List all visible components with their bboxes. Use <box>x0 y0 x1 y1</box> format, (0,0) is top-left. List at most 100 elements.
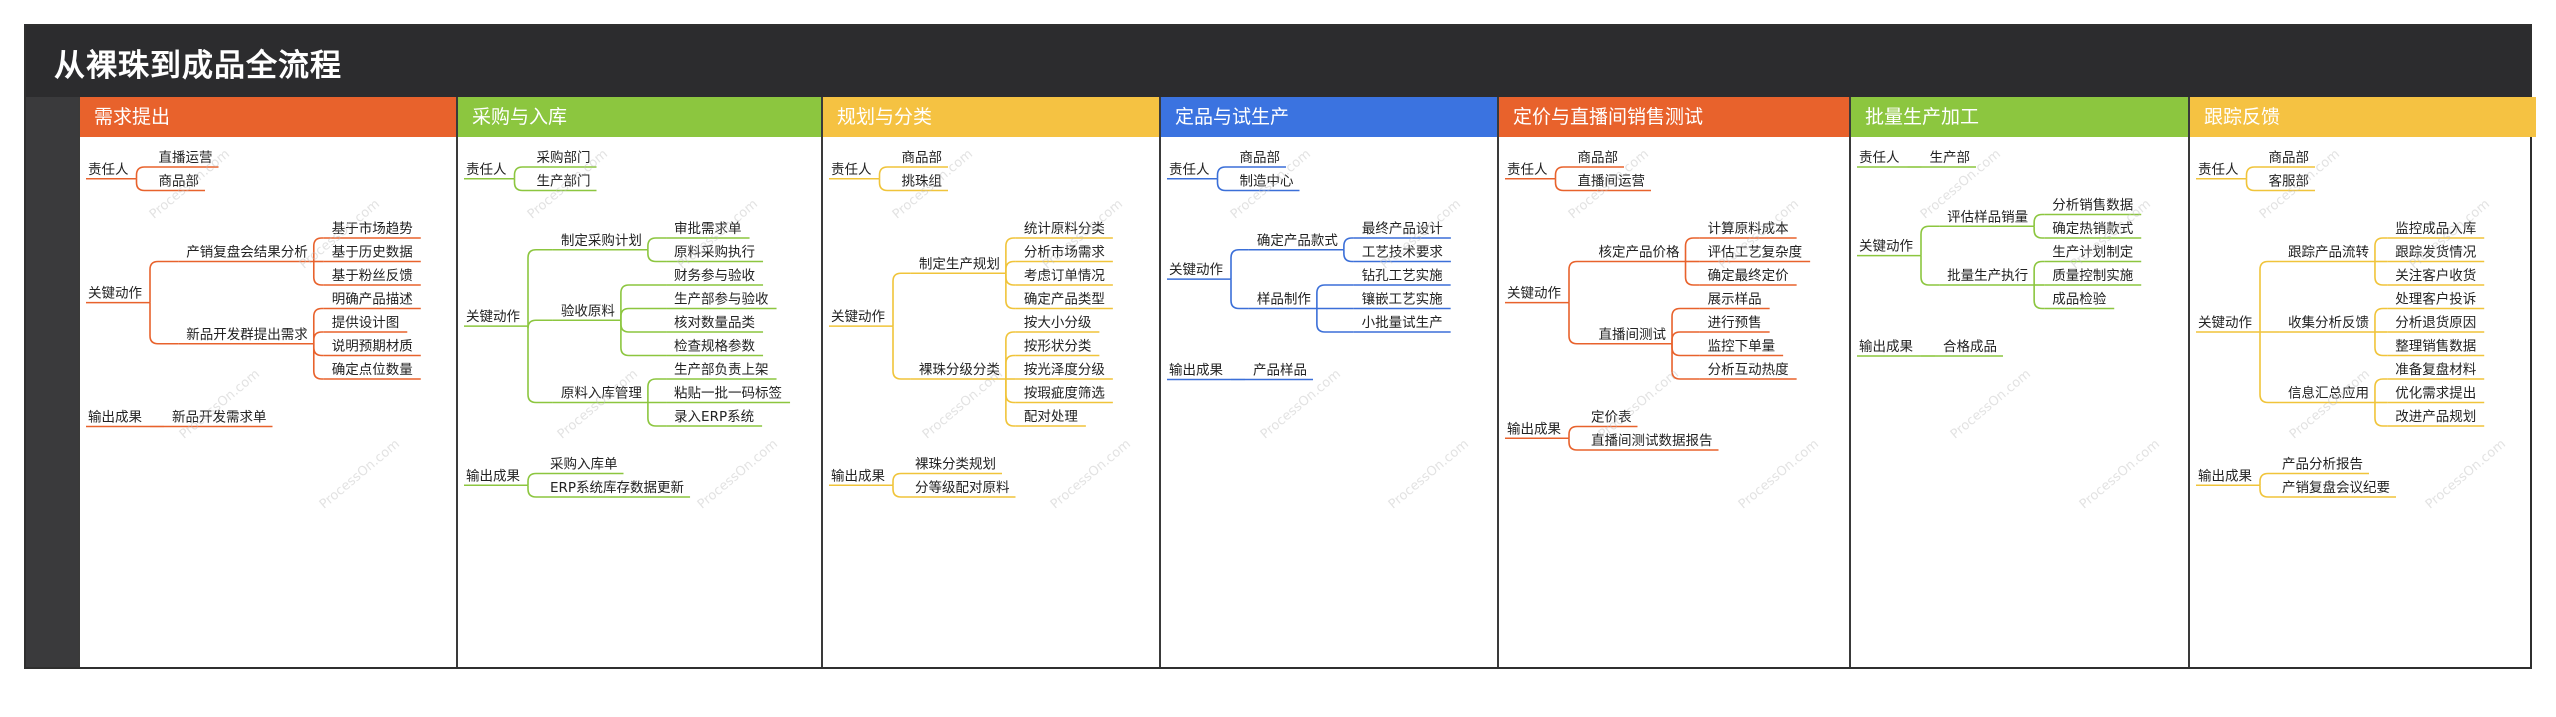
connector-line <box>647 237 667 250</box>
connector-line <box>1568 260 1591 303</box>
leaf-label: 审批需求单 <box>674 221 742 237</box>
section-label: 输出成果 <box>831 468 885 484</box>
node-label: 直播间测试 <box>1599 327 1667 343</box>
node-label: 确定产品款式 <box>1257 233 1338 249</box>
leaf-label: 成品检验 <box>2052 292 2107 308</box>
connector-line <box>2033 226 2045 239</box>
connector-line <box>1343 237 1354 250</box>
connector-line <box>892 326 911 380</box>
leaf-label: 整理销售数据 <box>2395 339 2476 355</box>
leaf-label: 最终产品设计 <box>1362 221 1443 237</box>
connector-line <box>1920 225 1940 256</box>
connector-line <box>312 343 324 357</box>
section-label: 输出成果 <box>466 468 520 484</box>
node-label: 定价表 <box>1591 410 1632 426</box>
mindmap-tree: 责任人采购部门生产部门关键动作制定采购计划审批需求单原料采购执行验收原料财务参与… <box>464 150 791 498</box>
column-header: 批量生产加工 <box>1851 97 2190 137</box>
leaf-label: 监控下单量 <box>1708 339 1776 355</box>
leaf-label: 基于市场趋势 <box>332 220 413 237</box>
connector-line <box>149 302 179 345</box>
column-mass: 批量生产加工责任人生产部关键动作评估样品销量分析销售数据确定热销款式批量生产执行… <box>1849 97 2190 667</box>
connector-line <box>1005 331 1016 379</box>
leaf-label: 财务参与验收 <box>674 267 755 284</box>
connector-line <box>2245 178 2261 192</box>
node-label: 收集分析反馈 <box>2288 315 2369 331</box>
section-label: 关键动作 <box>1507 286 1561 302</box>
title-bar: 从裸珠到成品全流程 <box>26 26 2530 97</box>
section-label: 关键动作 <box>1169 262 1223 278</box>
node-label: 信息汇总应用 <box>2288 385 2369 402</box>
column-body: 责任人商品部制造中心关键动作确定产品款式最终产品设计工艺技术要求样品制作钻孔工艺… <box>1161 137 1499 667</box>
connector-line <box>1216 166 1232 179</box>
connector-line <box>312 237 324 262</box>
section-label: 关键动作 <box>88 286 142 302</box>
node-label: 直播运营 <box>158 150 212 166</box>
connector-line <box>527 248 553 327</box>
node-label: 采购入库单 <box>550 457 618 473</box>
node-label: 产销复盘会议纪要 <box>2282 479 2390 496</box>
node-label: 制定采购计划 <box>561 233 642 249</box>
leaf-label: 检查规格参数 <box>674 338 755 355</box>
connector-line <box>1554 166 1570 179</box>
section-label: 关键动作 <box>831 309 885 325</box>
connector-line <box>1005 273 1016 286</box>
leaf-label: 原料采购执行 <box>674 245 755 261</box>
column-header: 规划与分类 <box>823 97 1161 137</box>
column-body: 责任人商品部客服部关键动作跟踪产品流转监控成品入库跟踪发货情况关注客户收货收集分… <box>2190 137 2536 667</box>
page-title: 从裸珠到成品全流程 <box>54 48 342 84</box>
connector-line <box>1568 438 1583 451</box>
leaf-label: 优化需求提出 <box>2395 386 2476 402</box>
connector-line <box>1568 425 1583 439</box>
section-label: 关键动作 <box>1859 239 1913 255</box>
connector-line <box>2259 485 2274 498</box>
leaf-label: 考虑订单情况 <box>1024 268 1105 284</box>
connector-line <box>2245 166 2261 179</box>
node-label: 核定产品价格 <box>1599 245 1680 261</box>
leaf-label: 分析退货原因 <box>2395 314 2476 331</box>
node-label: 新品开发需求单 <box>172 410 267 426</box>
connector-line <box>1554 178 1570 192</box>
leaf-label: 生产计划制定 <box>2052 245 2133 261</box>
section-label: 责任人 <box>466 162 507 178</box>
connector-line <box>892 472 907 486</box>
connector-line <box>1671 331 1700 344</box>
connector-line <box>1005 354 1016 379</box>
connector-line <box>527 485 542 498</box>
connector-line <box>2374 332 2388 357</box>
column-body: 责任人商品部挑珠组关键动作制定生产规划统计原料分类分析市场需求考虑订单情况确定产… <box>823 137 1161 667</box>
section-label: 责任人 <box>1507 162 1548 178</box>
node-label: 产销复盘会结果分析 <box>186 244 308 261</box>
connector-line <box>892 272 911 327</box>
connector-line <box>2374 402 2388 427</box>
connector-line <box>1671 307 1700 344</box>
leaf-label: 质量控制实施 <box>2052 268 2134 284</box>
section-label: 输出成果 <box>1507 421 1561 437</box>
mindmap-tree: 责任人直播运营商品部关键动作产销复盘会结果分析基于市场趋势基于历史数据基于粉丝反… <box>86 150 421 428</box>
connector-line <box>312 331 324 344</box>
leaf-label: 分析互动热度 <box>1708 362 1789 378</box>
column-tracking: 跟踪反馈责任人商品部客服部关键动作跟踪产品流转监控成品入库跟踪发货情况关注客户收… <box>2188 97 2536 667</box>
node-label: ERP系统库存数据更新 <box>550 480 684 496</box>
leaf-label: 小批量试生产 <box>1362 315 1443 331</box>
leaf-label: 进行预售 <box>1708 315 1762 331</box>
section-label: 责任人 <box>2198 162 2239 178</box>
leaf-label: 监控成品入库 <box>2395 221 2476 237</box>
connector-line <box>620 307 667 321</box>
connector-line <box>1216 178 1232 192</box>
leaf-label: 提供设计图 <box>332 315 400 331</box>
section-label: 责任人 <box>88 162 129 178</box>
connector-line <box>513 178 529 192</box>
mindmap-tree: 责任人商品部直播间运营关键动作核定产品价格计算原料成本评估工艺复杂度确定最终定价… <box>1505 150 1811 451</box>
node-label: 裸珠分类规划 <box>915 457 996 473</box>
connector-line <box>1684 237 1700 262</box>
leaf-label: 粘贴一批一码标签 <box>674 385 782 402</box>
node-label: 制造中心 <box>1239 174 1293 190</box>
connector-line <box>312 261 324 286</box>
node-label: 商品部 <box>1239 150 1280 166</box>
connector-line <box>1568 302 1591 345</box>
connector-line <box>1230 279 1249 310</box>
column-header: 采购与入库 <box>458 97 823 137</box>
row-header-strip <box>26 97 78 667</box>
leaf-label: 按形状分类 <box>1024 339 1092 355</box>
connector-line <box>2259 260 2280 332</box>
